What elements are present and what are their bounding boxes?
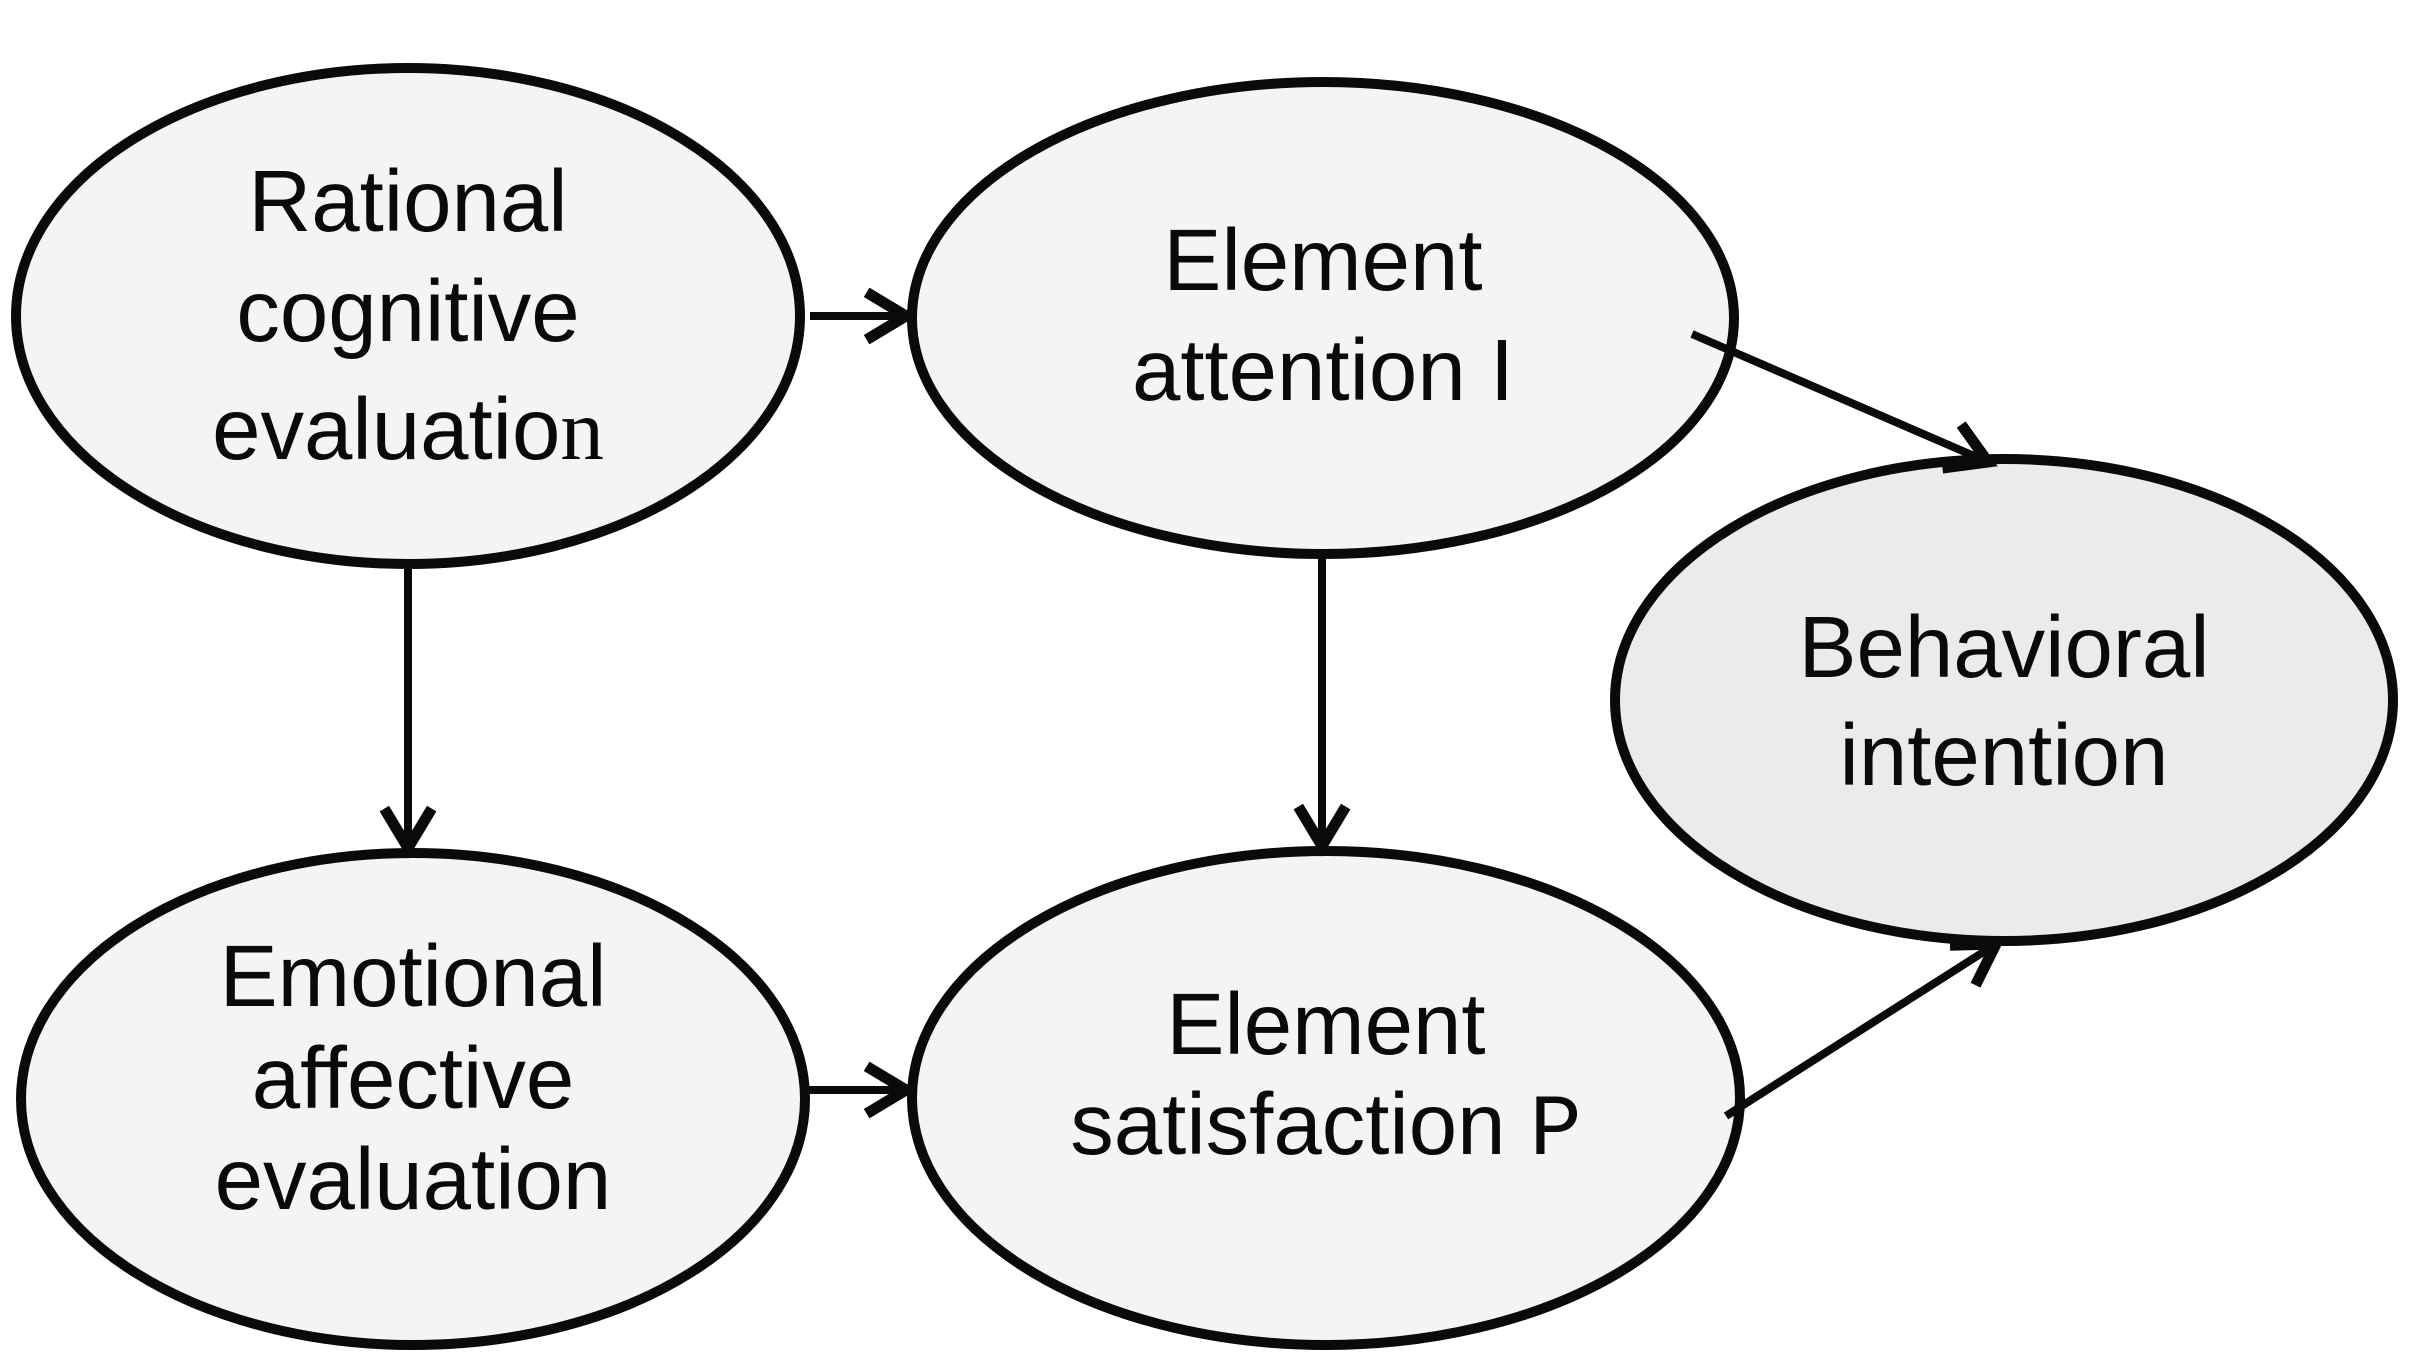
node-behavioral-intention-label-line: intention: [1840, 707, 2169, 804]
node-behavioral-intention-shape: [1610, 454, 2398, 946]
label-text-segment: satisfaction: [1070, 1076, 1505, 1173]
node-emotional-affective-evaluation-label-line: affective: [252, 1030, 574, 1127]
label-text-segment: evaluatio: [212, 381, 560, 478]
node-element-attention-shape: [907, 77, 1739, 559]
node-behavioral-intention: Behavioral intention: [1610, 454, 2398, 946]
arrowhead-icon: [1293, 803, 1351, 857]
node-element-attention-label-line: attention I: [1132, 322, 1514, 419]
edge-element-attention-to-behavioral-intention: [1690, 330, 1998, 474]
node-emotional-affective-evaluation-label-line: evaluation: [215, 1131, 612, 1228]
edge-element-satisfaction-to-behavioral-intention: [1723, 938, 2005, 1120]
edge-rational-cognitive-evaluation-to-element-attention: [810, 287, 917, 345]
label-text-segment: Element: [1163, 212, 1482, 309]
label-text-segment: n: [560, 381, 604, 478]
label-text-segment: Behavioral: [1798, 599, 2209, 696]
arrowhead-icon: [863, 1061, 917, 1119]
arrowhead-icon: [1941, 421, 1998, 474]
edge-emotional-affective-evaluation-to-element-satisfaction: [806, 1061, 917, 1119]
label-text-segment: Emotional: [220, 928, 607, 1025]
node-rational-cognitive-evaluation-label-line: Rational: [248, 153, 567, 250]
node-emotional-affective-evaluation-label-line: Emotional: [220, 928, 607, 1025]
label-text-segment: cognitive: [236, 263, 579, 360]
label-text-segment: Element: [1166, 976, 1485, 1073]
node-rational-cognitive-evaluation-label-line: evaluation: [212, 381, 604, 478]
arrowhead-icon: [1949, 938, 2005, 988]
node-behavioral-intention-label-line: Behavioral: [1798, 599, 2209, 696]
edge-rational-cognitive-evaluation-to-emotional-affective-evaluation: [379, 560, 437, 859]
node-element-satisfaction-label-line: Element: [1166, 976, 1485, 1073]
label-text-segment: P: [1530, 1083, 1582, 1181]
node-element-attention-label-line: Element: [1163, 212, 1482, 309]
arrowhead-icon: [863, 287, 917, 345]
edge-line: [1723, 940, 1999, 1120]
label-text-segment: intention: [1840, 707, 2169, 804]
node-element-satisfaction-label-line: satisfaction P: [1070, 1076, 1581, 1181]
node-emotional-affective-evaluation-shape: [16, 848, 810, 1350]
node-rational-cognitive-evaluation: Rational cognitive evaluation: [11, 63, 805, 569]
label-text-segment: attention I: [1132, 322, 1514, 419]
node-element-attention: Element attention I: [907, 77, 1739, 559]
label-text-segment: Rational: [248, 153, 567, 250]
edge-element-attention-to-element-satisfaction: [1293, 550, 1351, 857]
node-rational-cognitive-evaluation-label-line: cognitive: [236, 263, 579, 360]
arrowhead-icon: [379, 805, 437, 859]
edge-line: [1690, 330, 1990, 466]
label-text-segment: evaluation: [215, 1131, 612, 1228]
label-text-segment: affective: [252, 1030, 574, 1127]
node-element-satisfaction-shape: [907, 846, 1745, 1350]
